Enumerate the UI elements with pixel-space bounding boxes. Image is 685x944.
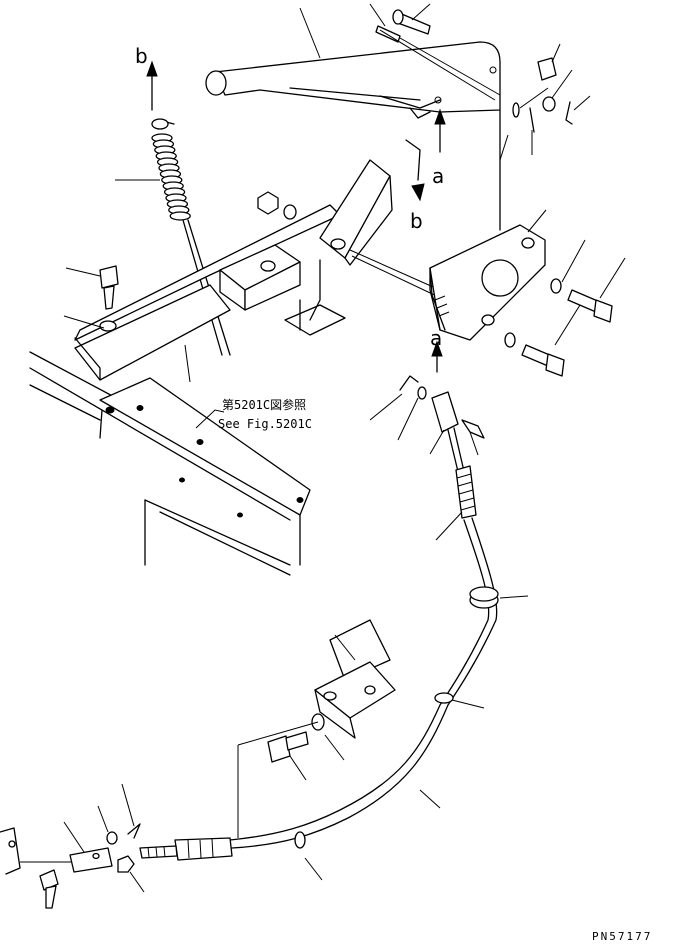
reference-note-en: See Fig.5201C: [218, 417, 312, 431]
bolt-washer-left: [99, 265, 119, 332]
label-a-top: a: [432, 164, 444, 188]
clevis-lower-left: [0, 823, 141, 909]
mounting-bracket: [74, 159, 446, 381]
bolts-washers-right: [504, 278, 613, 377]
label-a-mid: a: [430, 326, 442, 350]
direction-arrows: [146, 60, 446, 373]
control-cable: [229, 517, 499, 849]
reference-note-jp: 第5201C図参照: [222, 397, 306, 412]
label-b-top: b: [135, 44, 148, 68]
mount-plate: [429, 224, 546, 341]
label-b-mid: b: [410, 209, 423, 233]
leader-lines: [20, 3, 626, 893]
cable-lower-end: [139, 837, 233, 861]
cable-clevis-upper: [399, 375, 485, 481]
base-plate: [29, 351, 311, 576]
cable-bracket-lower: [311, 619, 396, 739]
pin-bolts-top: [375, 9, 501, 101]
cable-threaded-end: [455, 465, 477, 519]
bolt-lower: [267, 731, 309, 763]
nut-washer-bracket: [257, 191, 297, 220]
figure-code: PN57177: [592, 930, 652, 943]
spring-coil: [169, 211, 191, 221]
bushing-washers-right: [512, 57, 573, 133]
